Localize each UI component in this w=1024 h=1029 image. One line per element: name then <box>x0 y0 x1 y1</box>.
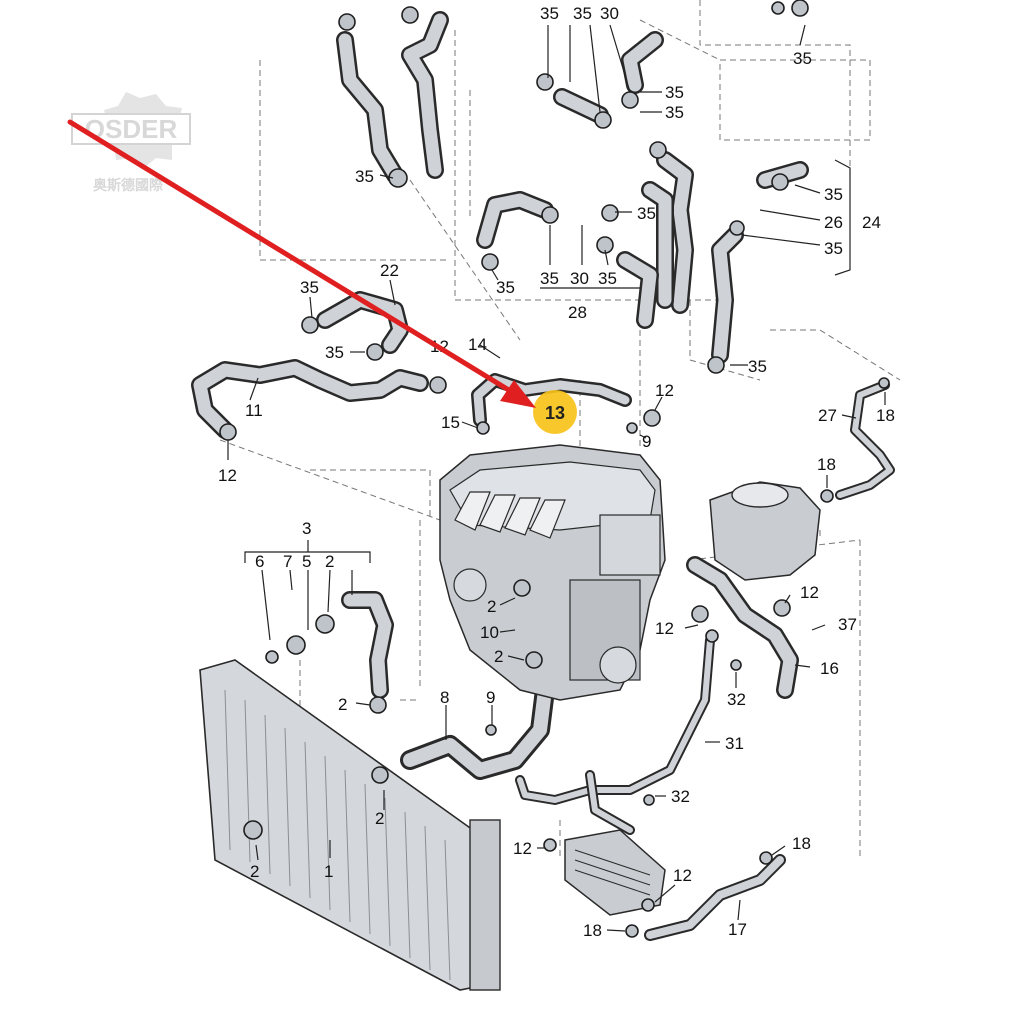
label-24: 24 <box>862 213 881 232</box>
label-6: 6 <box>255 552 264 571</box>
clamps <box>219 0 890 938</box>
highlight-circle <box>533 390 577 434</box>
label-35-mid-c: 35 <box>598 269 617 288</box>
label-27: 27 <box>818 406 837 425</box>
label-35-left-hose: 35 <box>355 167 374 186</box>
label-35-right-c: 35 <box>748 357 767 376</box>
watermark-logo: OSDER 奥斯德國際 <box>71 92 191 193</box>
label-17: 17 <box>728 920 747 939</box>
label-37: 37 <box>838 615 857 634</box>
label-18-top: 18 <box>876 406 895 425</box>
label-16: 16 <box>820 659 839 678</box>
label-28: 28 <box>568 303 587 322</box>
callout-labels: 35 35 30 35 35 35 35 35 30 35 35 28 35 2… <box>218 4 895 940</box>
label-35-right-b: 35 <box>824 239 843 258</box>
label-3: 3 <box>302 519 311 538</box>
label-18-right: 18 <box>792 834 811 853</box>
label-11: 11 <box>245 401 263 420</box>
watermark-subtitle: 奥斯德國際 <box>93 177 164 193</box>
label-14: 14 <box>468 335 487 354</box>
highlight-label: 13 <box>545 403 565 423</box>
label-35-top-b: 35 <box>573 4 592 23</box>
label-2-radiator-b: 2 <box>250 862 259 881</box>
label-2-left: 2 <box>338 695 347 714</box>
hoses <box>191 11 895 941</box>
label-35-mid-a: 35 <box>637 204 656 223</box>
oil-cooler <box>564 829 666 916</box>
label-35-top-d: 35 <box>665 103 684 122</box>
label-31: 31 <box>725 734 744 753</box>
radiator <box>199 659 501 991</box>
expansion-tank <box>709 481 821 581</box>
label-30-top: 30 <box>600 4 619 23</box>
label-18-lower: 18 <box>583 921 602 940</box>
label-35-mid-d: 35 <box>496 278 515 297</box>
label-9-lower: 9 <box>486 688 495 707</box>
label-35-top-a: 35 <box>540 4 559 23</box>
label-1: 1 <box>324 862 333 881</box>
label-12-left: 12 <box>218 466 237 485</box>
red-arrow <box>67 119 536 408</box>
reference-lines <box>219 0 901 860</box>
label-5: 5 <box>302 552 311 571</box>
label-9-mid: 9 <box>642 432 651 451</box>
label-35-top-c: 35 <box>665 83 684 102</box>
label-12-lower-b: 12 <box>800 583 819 602</box>
label-8: 8 <box>440 688 449 707</box>
label-35-22b: 35 <box>325 343 344 362</box>
label-35-top-right: 35 <box>793 49 812 68</box>
leader-lines <box>227 24 886 932</box>
label-2-engine-a: 2 <box>487 597 496 616</box>
label-12-lower-a: 12 <box>655 619 674 638</box>
highlight-part-13: 13 <box>533 390 577 434</box>
label-2-engine-b: 2 <box>494 647 503 666</box>
label-10: 10 <box>480 623 499 642</box>
label-12-cooler: 12 <box>513 839 532 858</box>
label-35-22a: 35 <box>300 278 319 297</box>
label-18-mid: 18 <box>817 455 836 474</box>
label-12-right: 12 <box>655 381 674 400</box>
label-35-right-a: 35 <box>824 185 843 204</box>
label-35-mid-b: 35 <box>540 269 559 288</box>
label-32-a: 32 <box>727 690 746 709</box>
label-30-mid: 30 <box>570 269 589 288</box>
arrow-head <box>500 380 536 408</box>
label-15: 15 <box>441 413 460 432</box>
label-32-b: 32 <box>671 787 690 806</box>
engine-block <box>439 444 666 701</box>
label-7: 7 <box>283 552 292 571</box>
label-12-cooler-b: 12 <box>673 866 692 885</box>
label-22: 22 <box>380 261 399 280</box>
label-2-radiator-a: 2 <box>375 809 384 828</box>
label-26: 26 <box>824 213 843 232</box>
label-2-top: 2 <box>325 552 334 571</box>
